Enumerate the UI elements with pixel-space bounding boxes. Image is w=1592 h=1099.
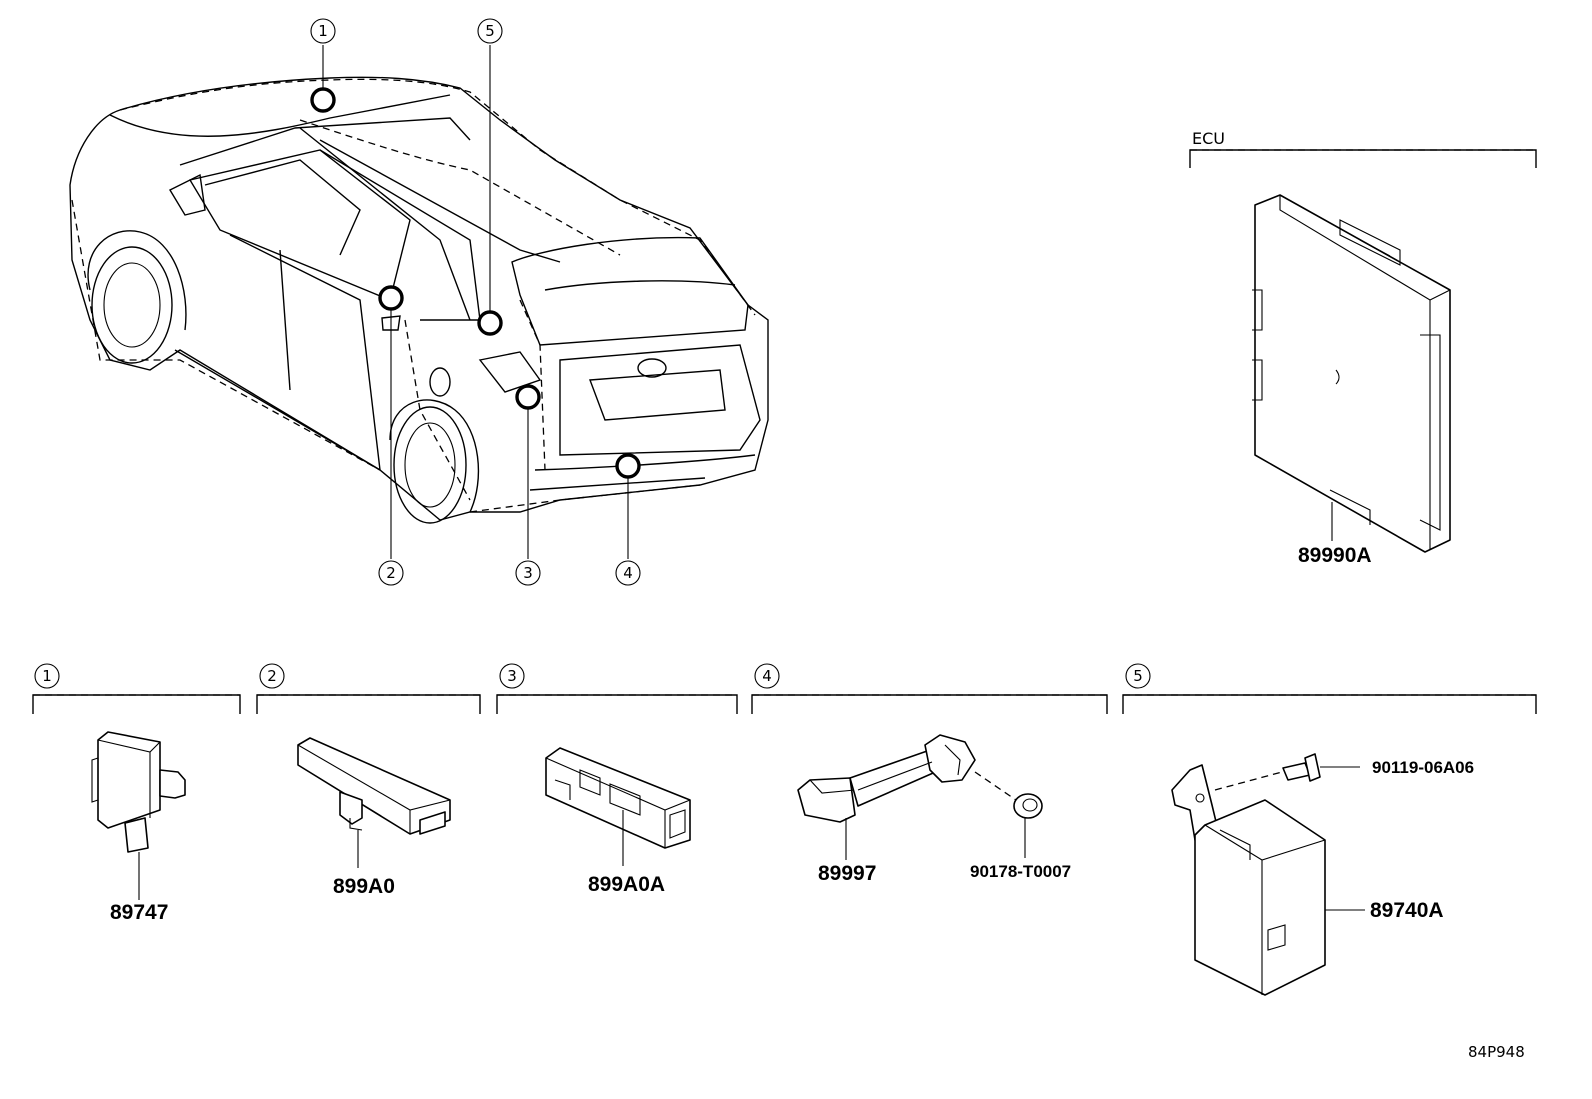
svg-text:3: 3 — [507, 667, 517, 685]
part-899A0: 899A0 — [333, 875, 395, 898]
svg-text:5: 5 — [1133, 667, 1143, 685]
marker-4 — [615, 453, 641, 479]
callout-3: 3 — [515, 560, 541, 586]
part-89747: 89747 — [110, 901, 168, 924]
group-2-parts: 899A0 — [297, 737, 451, 898]
svg-text:4: 4 — [623, 564, 633, 582]
ecu-module-drawing — [1252, 194, 1451, 553]
svg-text:4: 4 — [762, 667, 772, 685]
part-89740A: 89740A — [1370, 899, 1444, 922]
callout-1: 1 — [310, 18, 336, 44]
svg-text:3: 3 — [523, 564, 533, 582]
group-1-parts: 89747 — [91, 731, 186, 924]
svg-text:5: 5 — [485, 22, 495, 40]
part-899A0A: 899A0A — [588, 873, 665, 896]
callout-5: 5 — [477, 18, 503, 44]
part-89997-drawing — [797, 734, 976, 823]
part-899A0A-drawing — [545, 747, 691, 849]
marker-5 — [477, 310, 503, 336]
svg-text:1: 1 — [42, 667, 52, 685]
group-3-parts: 899A0A — [545, 747, 691, 896]
group-4-parts: 89997 90178-T0007 — [797, 734, 1071, 885]
part-90119-06A06-drawing — [1282, 753, 1321, 782]
part-89997: 89997 — [818, 862, 876, 885]
marker-1 — [310, 87, 336, 113]
part-89747-drawing — [91, 731, 186, 853]
marker-2 — [378, 285, 404, 311]
callout-4: 4 — [615, 560, 641, 586]
group-5-parts: 90119-06A06 89740A — [1171, 753, 1474, 996]
part-90178-T0007: 90178-T0007 — [970, 862, 1071, 881]
part-90119-06A06: 90119-06A06 — [1372, 758, 1474, 777]
marker-3 — [515, 384, 541, 410]
part-89740A-drawing — [1171, 764, 1326, 996]
part-89990A: 89990A — [1298, 544, 1372, 567]
callout-2: 2 — [378, 560, 404, 586]
part-90178-T0007-drawing — [1013, 793, 1043, 819]
svg-text:2: 2 — [386, 564, 396, 582]
ecu-section: ECU 89990A — [1189, 129, 1537, 567]
diagram-code: 84P948 — [1468, 1043, 1525, 1061]
svg-text:2: 2 — [267, 667, 277, 685]
vehicle-illustration: 1 5 2 3 4 — [69, 18, 769, 586]
ecu-label: ECU — [1192, 129, 1225, 148]
part-899A0-drawing — [297, 737, 451, 835]
svg-text:1: 1 — [318, 22, 328, 40]
group-headers: 1 2 3 4 5 — [32, 663, 1537, 714]
